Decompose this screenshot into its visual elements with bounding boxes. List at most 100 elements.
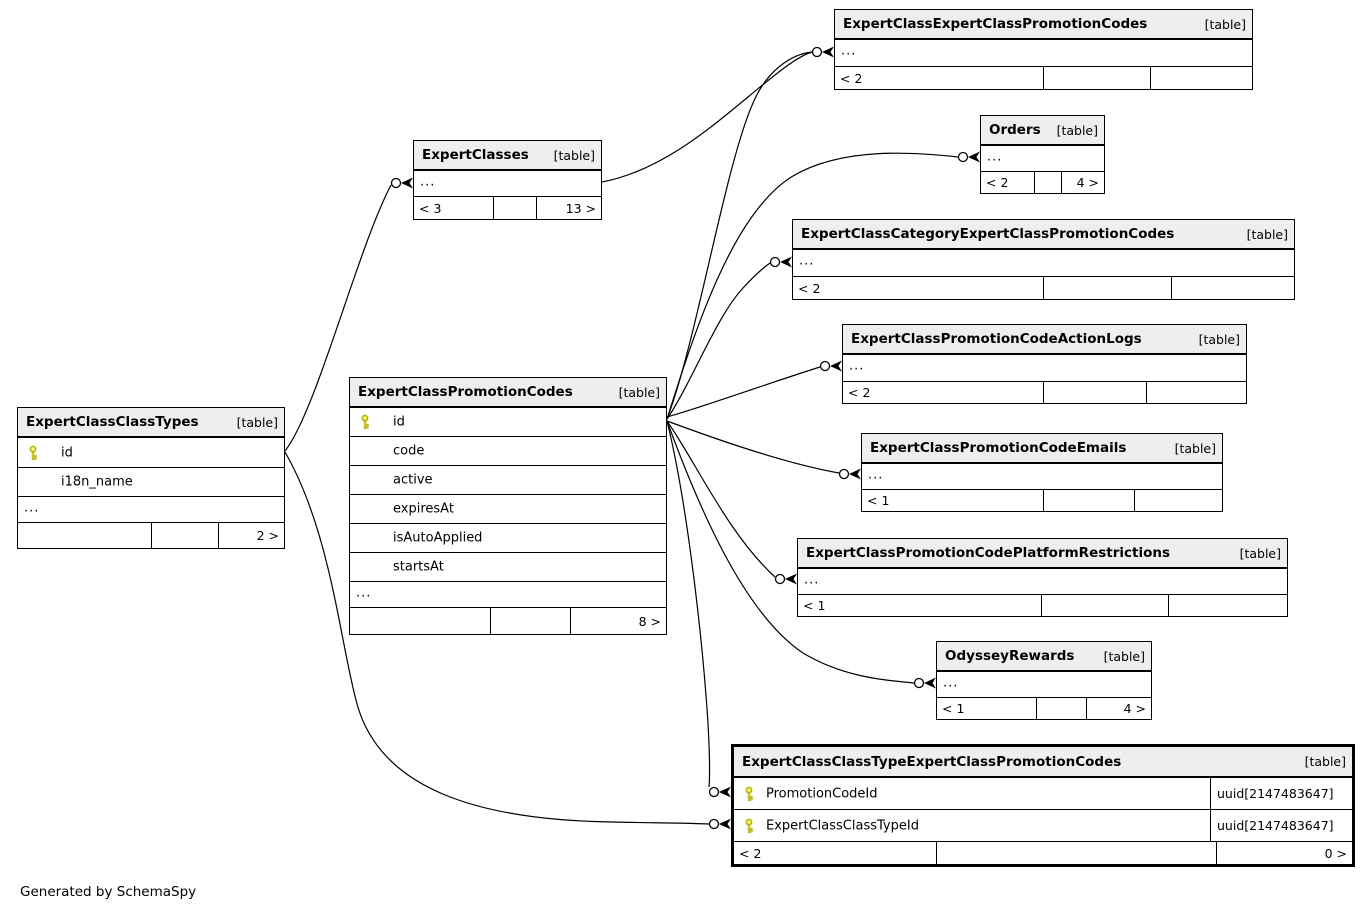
footer-cell: < 2 [739, 845, 762, 861]
table-tag: [table] [236, 414, 278, 430]
table-name: OdysseyRewards [945, 648, 1075, 664]
footer-row: < 2 [843, 381, 1246, 403]
table-header: ExpertClassPromotionCodeActionLogs[table… [843, 325, 1246, 354]
table-name: ExpertClassPromotionCodes [358, 384, 573, 400]
table-node-ExpertClassCategoryExpertClassPromotionCodes[interactable]: ExpertClassCategoryExpertClassPromotionC… [792, 219, 1295, 300]
footer-cell [18, 523, 151, 548]
column-row: isAutoApplied [350, 523, 666, 552]
ellipsis-row: ... [843, 354, 1246, 381]
footer-cell: < 2 [848, 385, 871, 400]
primary-key-icon [360, 414, 370, 430]
footer-cell: 0 > [1216, 842, 1352, 864]
table-name: ExpertClassExpertClassPromotionCodes [843, 16, 1148, 32]
footer-cell [1134, 490, 1222, 511]
footer-cell [936, 842, 1216, 864]
ellipsis-label: ... [799, 253, 815, 269]
table-header: ExpertClasses[table] [414, 141, 601, 170]
ellipsis-label: ... [841, 43, 857, 59]
ellipsis-row: ... [798, 568, 1287, 594]
ellipsis-label: ... [849, 358, 865, 374]
table-node-ExpertClassExpertClassPromotionCodes[interactable]: ExpertClassExpertClassPromotionCodes [tab… [834, 9, 1253, 90]
column-row: id [350, 407, 666, 436]
footer-cell [1150, 67, 1252, 89]
generated-by-note: Generated by SchemaSpy [20, 884, 197, 900]
table-tag: [table] [1056, 122, 1098, 138]
footer-row: 8 > [350, 607, 666, 634]
footer-row: < 2 [793, 276, 1294, 299]
table-tag: [table] [1204, 16, 1246, 32]
footer-cell: < 2 [986, 175, 1009, 190]
table-node-ExpertClassPromotionCodePlatformRestrictions[interactable]: ExpertClassPromotionCodePlatformRestrict… [797, 538, 1288, 617]
footer-cell [350, 608, 490, 634]
footer-row: 2 > [18, 522, 284, 548]
ellipsis-label: ... [804, 572, 820, 587]
footer-cell [1043, 277, 1171, 299]
footer-cell [490, 608, 570, 634]
footer-row: < 2 [835, 66, 1252, 89]
table-header: Orders [table] [981, 116, 1104, 145]
footer-cell: < 1 [867, 493, 890, 508]
ellipsis-label: ... [987, 149, 1003, 164]
footer-cell [1041, 595, 1168, 616]
ellipsis-row: ... [18, 496, 284, 522]
footer-cell: < 1 [803, 598, 826, 613]
table-name: ExpertClasses [422, 147, 529, 163]
column-row: id [18, 437, 284, 467]
footer-cell [1168, 595, 1287, 616]
table-node-ExpertClassPromotionCodeEmails[interactable]: ExpertClassPromotionCodeEmails[table]...… [861, 433, 1223, 512]
table-name: ExpertClassPromotionCodePlatformRestrict… [806, 545, 1170, 561]
table-tag: [table] [618, 384, 660, 400]
ellipsis-row: ... [793, 249, 1294, 276]
footer-row: < 1 [862, 489, 1222, 511]
footer-cell: < 1 [942, 701, 965, 716]
footer-cell: < 2 [840, 70, 863, 86]
column-label: i18n_name [61, 474, 133, 490]
table-tag: [table] [1174, 440, 1216, 456]
ellipsis-row: ... [350, 581, 666, 607]
ellipsis-label: ... [24, 500, 40, 515]
table-header: ExpertClassPromotionCodePlatformRestrict… [798, 539, 1287, 568]
table-header: ExpertClassPromotionCodeEmails[table] [862, 434, 1222, 463]
ellipsis-row: ... [862, 463, 1222, 489]
table-node-ExpertClassPromotionCodeActionLogs[interactable]: ExpertClassPromotionCodeActionLogs[table… [842, 324, 1247, 404]
column-row: expiresAt [350, 494, 666, 523]
table-header: ExpertClassClassTypeExpertClassPromotion… [734, 747, 1352, 777]
ellipsis-label: ... [943, 675, 959, 690]
table-name: ExpertClassPromotionCodeActionLogs [851, 331, 1142, 347]
table-name: ExpertClassCategoryExpertClassPromotionC… [801, 226, 1175, 242]
column-datatype: uuid[2147483647] [1210, 810, 1352, 841]
column-label: code [393, 443, 425, 459]
ellipsis-label: ... [356, 585, 372, 600]
column-row: i18n_name [18, 467, 284, 496]
column-label: expiresAt [393, 501, 454, 517]
footer-cell: 13 > [536, 197, 601, 219]
table-node-ExpertClassClassTypeExpertClassPromotionCodes[interactable]: ExpertClassClassTypeExpertClassPromotion… [731, 744, 1355, 867]
column-label: ExpertClassClassTypeId [766, 818, 919, 833]
footer-cell [1034, 172, 1061, 193]
footer-row: < 2 0 > [734, 841, 1352, 864]
column-label: isAutoApplied [393, 530, 483, 546]
table-tag: [table] [1246, 226, 1288, 242]
table-header: ExpertClassCategoryExpertClassPromotionC… [793, 220, 1294, 249]
ellipsis-row: ... [414, 170, 601, 196]
column-label: id [61, 445, 73, 460]
footer-cell: 2 > [218, 523, 284, 548]
footer-cell [1171, 277, 1294, 299]
ellipsis-label: ... [420, 174, 436, 189]
footer-cell [493, 197, 536, 219]
table-name: Orders [989, 122, 1041, 138]
footer-cell [1146, 382, 1246, 403]
ellipsis-row: ... [937, 671, 1151, 697]
footer-cell [1036, 698, 1086, 719]
column-label: PromotionCodeId [766, 786, 878, 801]
